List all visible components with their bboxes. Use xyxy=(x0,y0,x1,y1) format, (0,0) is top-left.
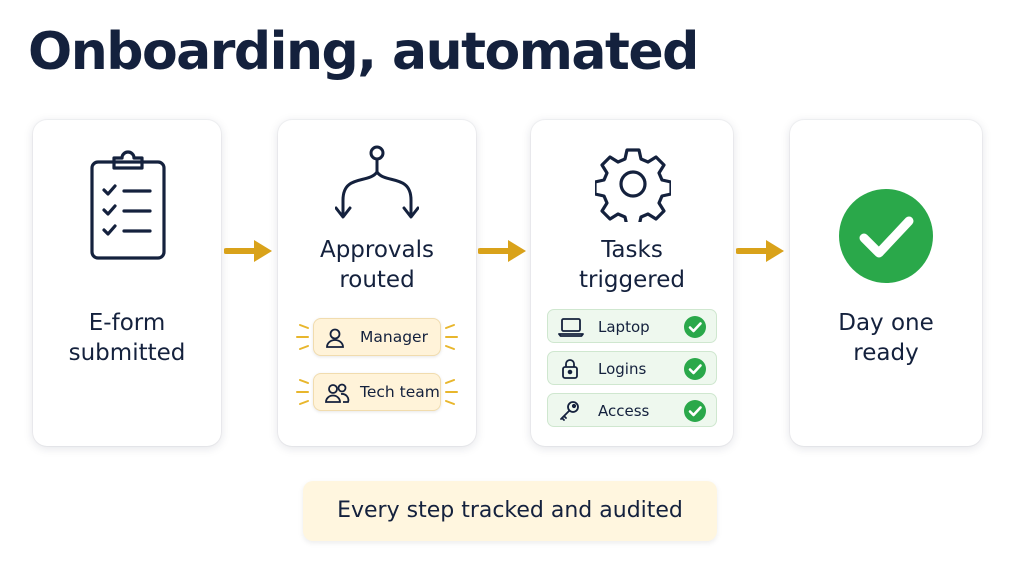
step-label: E-form submitted xyxy=(68,310,186,366)
sparkle-icon xyxy=(444,323,460,355)
approver-label: Manager xyxy=(360,328,428,346)
approver-chip-manager: Manager xyxy=(296,318,458,356)
step-card-approvals: Approvals routed Manager Tech team xyxy=(278,120,476,446)
key-icon xyxy=(558,400,582,426)
sparkle-icon xyxy=(294,378,310,410)
lock-icon xyxy=(558,358,582,384)
step-label: Approvals routed xyxy=(319,237,435,293)
approver-chip-tech-team: Tech team xyxy=(296,373,458,411)
task-row-access: Access xyxy=(547,393,717,427)
task-label: Laptop xyxy=(598,318,650,336)
step-card-tasks: Tasks triggered Laptop Logins Access xyxy=(531,120,733,446)
step-label: Day one ready xyxy=(838,310,934,366)
person-icon xyxy=(324,327,346,353)
check-circle-icon xyxy=(684,358,706,384)
task-row-laptop: Laptop xyxy=(547,309,717,343)
task-label: Logins xyxy=(598,360,647,378)
check-circle-icon xyxy=(684,400,706,426)
step-label: Tasks triggered xyxy=(579,237,685,293)
task-label: Access xyxy=(598,402,650,420)
step-card-eform: E-form submitted xyxy=(33,120,221,446)
sparkle-icon xyxy=(444,378,460,410)
flow-arrow-icon xyxy=(477,238,528,264)
people-icon xyxy=(324,382,350,408)
laptop-icon xyxy=(558,316,584,342)
gear-icon xyxy=(595,146,671,222)
sparkle-icon xyxy=(294,323,310,355)
branching-arrows-icon xyxy=(335,144,419,224)
flow-arrow-icon xyxy=(223,238,274,264)
approver-label: Tech team xyxy=(360,383,440,401)
flow-arrow-icon xyxy=(735,238,786,264)
step-card-day-one: Day one ready xyxy=(790,120,982,446)
task-row-logins: Logins xyxy=(547,351,717,385)
clipboard-checklist-icon xyxy=(88,148,168,262)
footer-banner: Every step tracked and audited xyxy=(303,481,717,541)
green-check-circle-icon xyxy=(838,188,934,284)
check-circle-icon xyxy=(684,316,706,342)
page-title: Onboarding, automated xyxy=(28,22,699,82)
